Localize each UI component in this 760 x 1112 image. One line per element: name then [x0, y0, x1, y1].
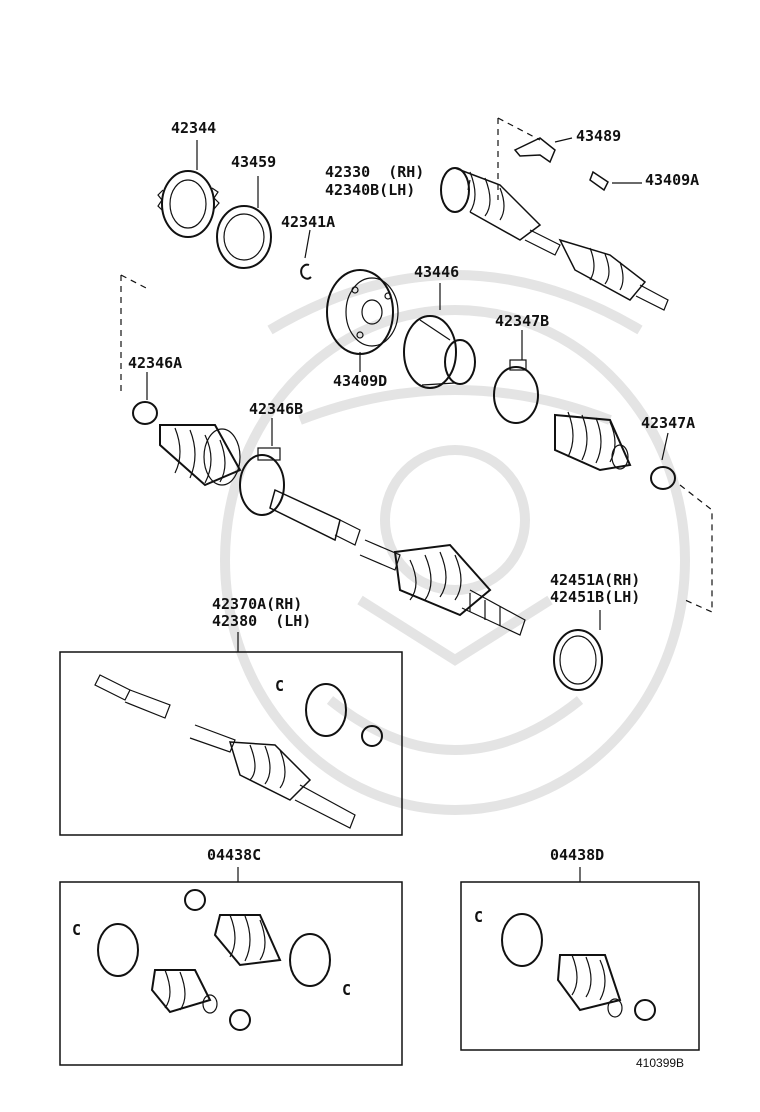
- kit-clip-c-1: C: [275, 677, 285, 695]
- callout-42380: 42380 (LH): [212, 612, 312, 630]
- clamp-42346A: [120, 274, 158, 425]
- kit-box-42370A: [59, 632, 403, 836]
- kit-clip-c-4: C: [474, 908, 484, 926]
- clip-42341A: [300, 229, 312, 280]
- callout-43459: 43459: [231, 153, 277, 171]
- callout-43489: 43489: [576, 127, 622, 145]
- callout-42346A: 42346A: [128, 354, 183, 372]
- callout-42347B: 42347B: [495, 312, 550, 330]
- kit-clip-c-2: C: [72, 921, 82, 939]
- flange-43446: [403, 283, 476, 389]
- inner-boot: [159, 424, 242, 487]
- callout-42346B: 42346B: [249, 400, 304, 418]
- flange-ring-42344: [157, 140, 220, 238]
- callout-42451A: 42451A(RH): [550, 571, 641, 589]
- callout-42340B: 42340B(LH): [325, 181, 416, 199]
- callout-42330: 42330 (RH): [325, 163, 425, 181]
- ring-42451A: [553, 610, 603, 691]
- callout-43409A: 43409A: [645, 171, 700, 189]
- kit-clip-c-3: C: [342, 981, 352, 999]
- figure-code: 410399B: [636, 1056, 685, 1070]
- boot-42347A: [554, 411, 713, 613]
- clamp-42347B: [493, 330, 539, 424]
- clamp-42346B: [239, 418, 285, 516]
- outboard-shaft-42330: [440, 118, 669, 311]
- gasket-43459: [216, 176, 272, 269]
- kit-box-04438D: [460, 867, 700, 1051]
- plate-43489: [497, 117, 573, 164]
- flange-43409D: [326, 269, 399, 372]
- callout-04438C: 04438C: [207, 846, 262, 864]
- kit-box-04438C: [59, 867, 403, 1066]
- callout-42341A: 42341A: [281, 213, 336, 231]
- callout-42451B: 42451B(LH): [550, 588, 641, 606]
- callout-42370A: 42370A(RH): [212, 595, 303, 613]
- callout-43446: 43446: [414, 263, 460, 281]
- watermark-logo: [220, 270, 690, 815]
- bolt-43409A: [589, 170, 642, 192]
- callout-43409D: 43409D: [333, 372, 388, 390]
- callout-42344: 42344: [171, 119, 217, 137]
- callout-04438D: 04438D: [550, 846, 605, 864]
- callout-42347A: 42347A: [641, 414, 696, 432]
- main-drive-shaft: [269, 488, 526, 636]
